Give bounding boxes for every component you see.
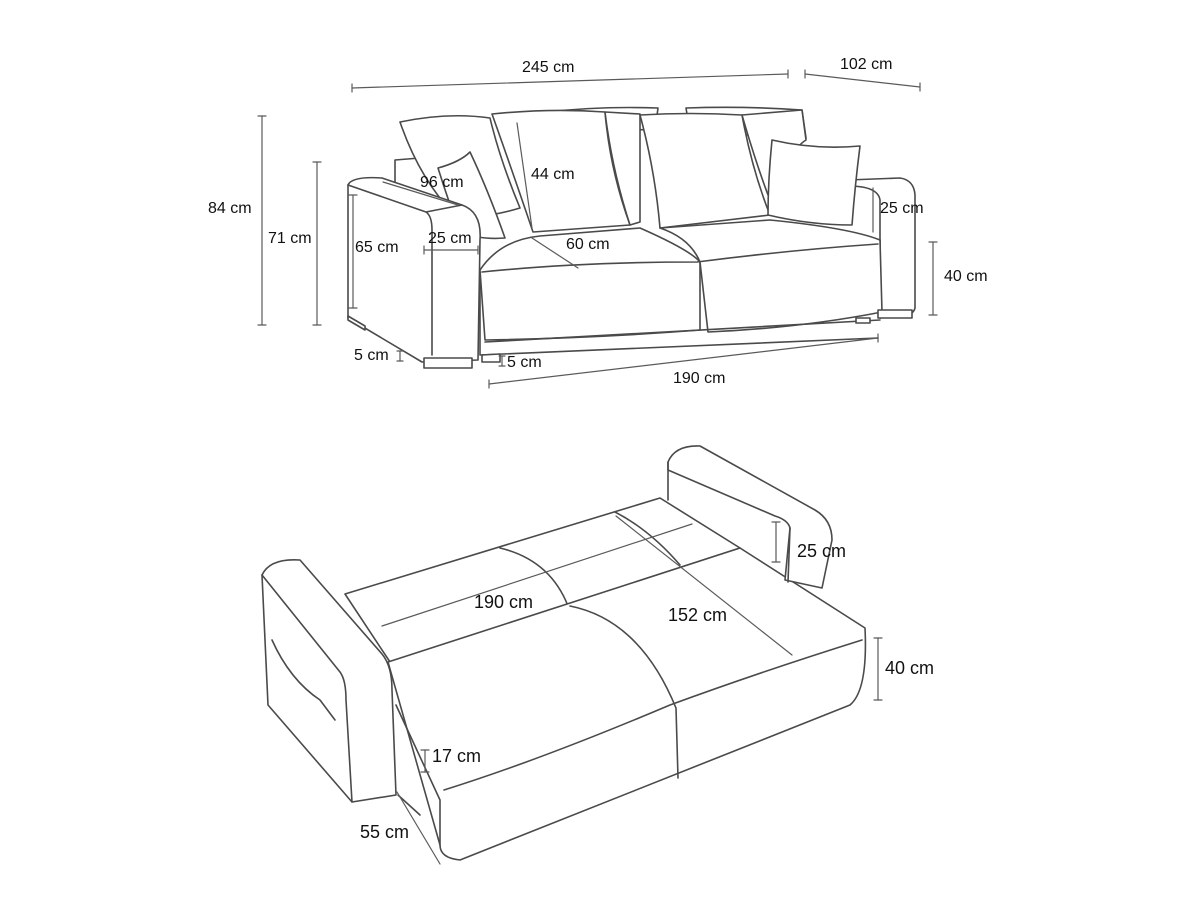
armrest-width-label: 25 cm (428, 230, 472, 247)
back-height-label: 71 cm (268, 230, 312, 247)
depth-label: 102 cm (840, 56, 893, 73)
total-height-label: 84 cm (208, 200, 252, 217)
foot-height-right-label: 5 cm (507, 354, 542, 371)
bed-width-label: 152 cm (668, 605, 728, 625)
sofa-bed-drawing (261, 445, 867, 861)
storage-depth-label: 55 cm (360, 822, 410, 842)
seat-depth-label: 60 cm (566, 236, 610, 253)
bed-height-label: 40 cm (885, 658, 935, 678)
back-cushion-thickness-label: 25 cm (880, 200, 924, 217)
bed-length-label: 190 cm (474, 592, 534, 612)
closed-dimension-lines (257, 69, 938, 389)
cushion-height-label: 44 cm (531, 166, 575, 183)
armrest-length-label: 96 cm (420, 174, 464, 191)
foot-height-left-label: 5 cm (354, 347, 389, 364)
bed-dimension-lines (381, 515, 883, 865)
seat-width-label: 190 cm (673, 370, 726, 387)
total-width-label: 245 cm (522, 59, 575, 76)
armrest-height-label: 65 cm (355, 239, 399, 256)
bed-armrest-height-label: 25 cm (797, 541, 847, 561)
storage-height-label: 17 cm (432, 746, 482, 766)
seat-height-label: 40 cm (944, 268, 988, 285)
sofa-closed-drawing (347, 106, 916, 369)
